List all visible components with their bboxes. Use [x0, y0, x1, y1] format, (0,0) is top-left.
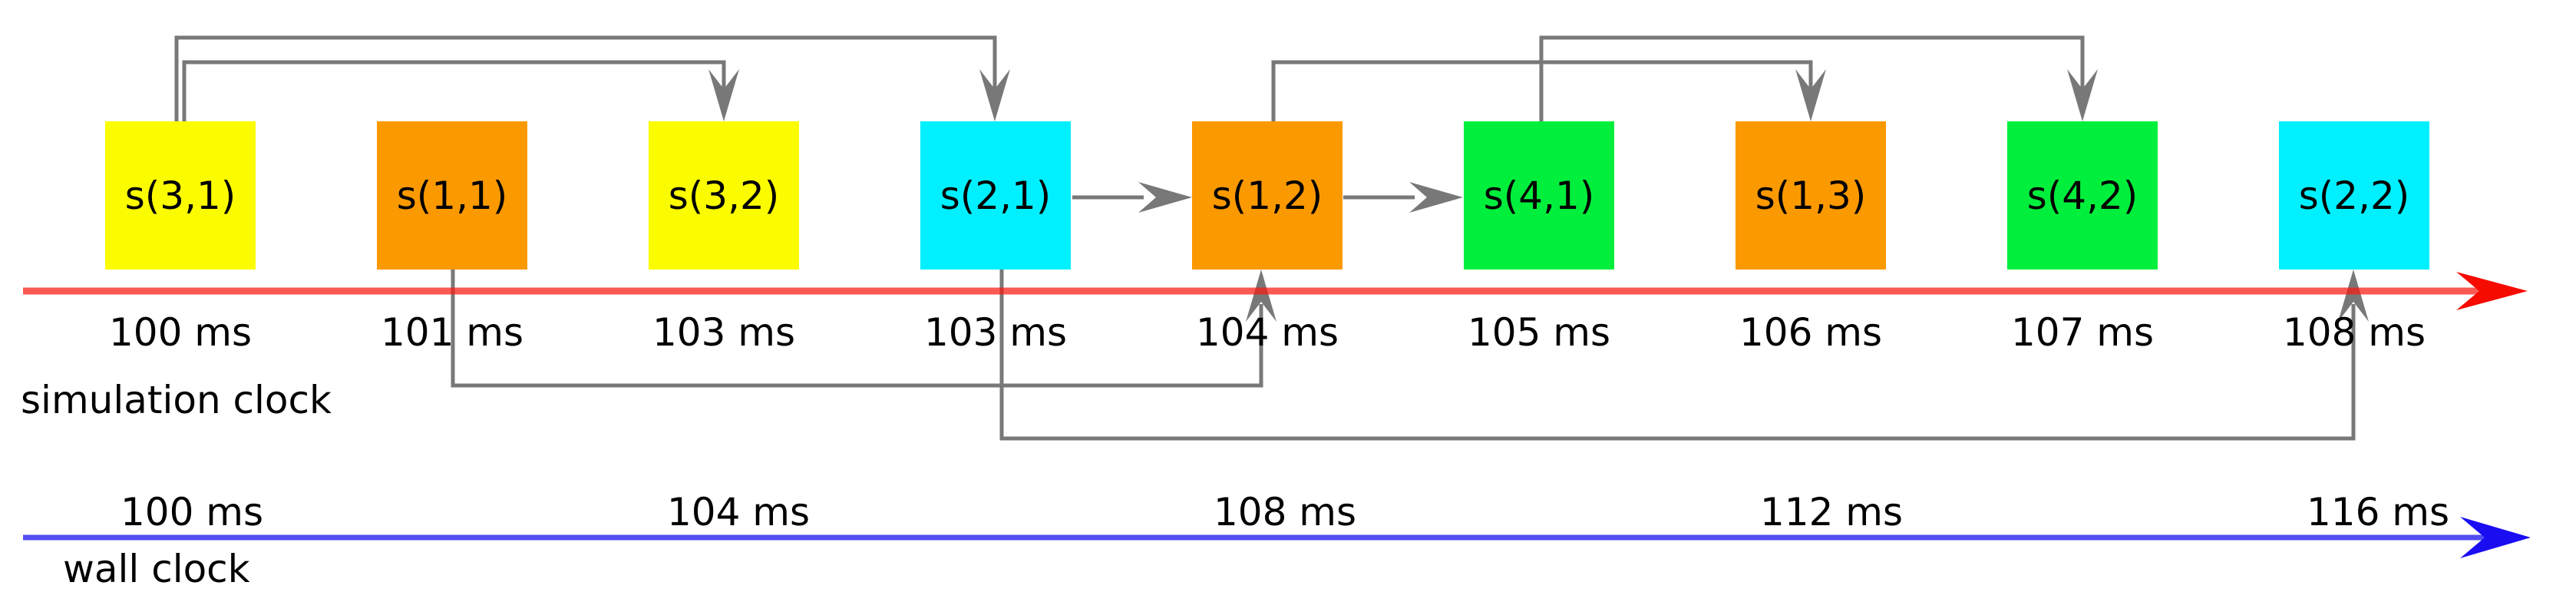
wall-tick-label: 108 ms: [1213, 490, 1357, 534]
event-box-s42: s(4,2): [2007, 121, 2158, 270]
dep-arrowhead-s21-s22: [2338, 270, 2369, 322]
dep-arrowhead-s12-s41: [1409, 182, 1463, 213]
sim-tick-label: 103 ms: [923, 310, 1068, 355]
sim-tick-label: 106 ms: [1739, 310, 1883, 355]
dep-arrowhead-s41-s42: [2067, 69, 2098, 121]
wall-tick-label: 112 ms: [1759, 490, 1904, 534]
dep-arrowhead-s31-s21: [979, 69, 1010, 121]
dep-arrowhead-s31-s32: [708, 69, 739, 121]
event-box-s41: s(4,1): [1464, 121, 1614, 270]
dep-arrowhead-s12-s13: [1795, 69, 1826, 121]
dep-line-s31-s32: [182, 60, 726, 121]
dep-arrowhead-s11-s12: [1246, 270, 1276, 322]
wall-tick-label: 104 ms: [666, 490, 811, 534]
event-box-s32: s(3,2): [649, 121, 799, 270]
dep-line-s11-s12: [451, 270, 1263, 388]
sim-tick-label: 108 ms: [2282, 310, 2426, 355]
dep-line-s31-s21: [174, 35, 997, 121]
wall-tick-label: 116 ms: [2306, 490, 2450, 534]
sim-axis-arrowhead: [2456, 272, 2528, 310]
sim-tick-label: 103 ms: [652, 310, 796, 355]
dep-arrowhead-s21-s12: [1138, 182, 1192, 213]
event-box-s11: s(1,1): [377, 121, 527, 270]
sim-tick-label: 107 ms: [2010, 310, 2155, 355]
dep-line-s41-s42: [1539, 35, 2085, 121]
wall-tick-label: 100 ms: [120, 490, 264, 534]
sim-axis-caption: simulation clock: [21, 378, 332, 422]
wall-axis-arrowhead: [2460, 517, 2531, 558]
event-box-s12: s(1,2): [1192, 121, 1342, 270]
sim-tick-label: 104 ms: [1195, 310, 1339, 355]
dep-line-s21-s22: [999, 270, 2356, 441]
sim-tick-label: 101 ms: [380, 310, 524, 355]
event-box-s31: s(3,1): [105, 121, 256, 270]
event-box-s21: s(2,1): [920, 121, 1071, 270]
event-box-s22: s(2,2): [2279, 121, 2429, 270]
wall-axis-caption: wall clock: [63, 547, 250, 591]
event-box-s13: s(1,3): [1735, 121, 1886, 270]
sim-tick-label: 100 ms: [108, 310, 253, 355]
sim-tick-label: 105 ms: [1467, 310, 1611, 355]
